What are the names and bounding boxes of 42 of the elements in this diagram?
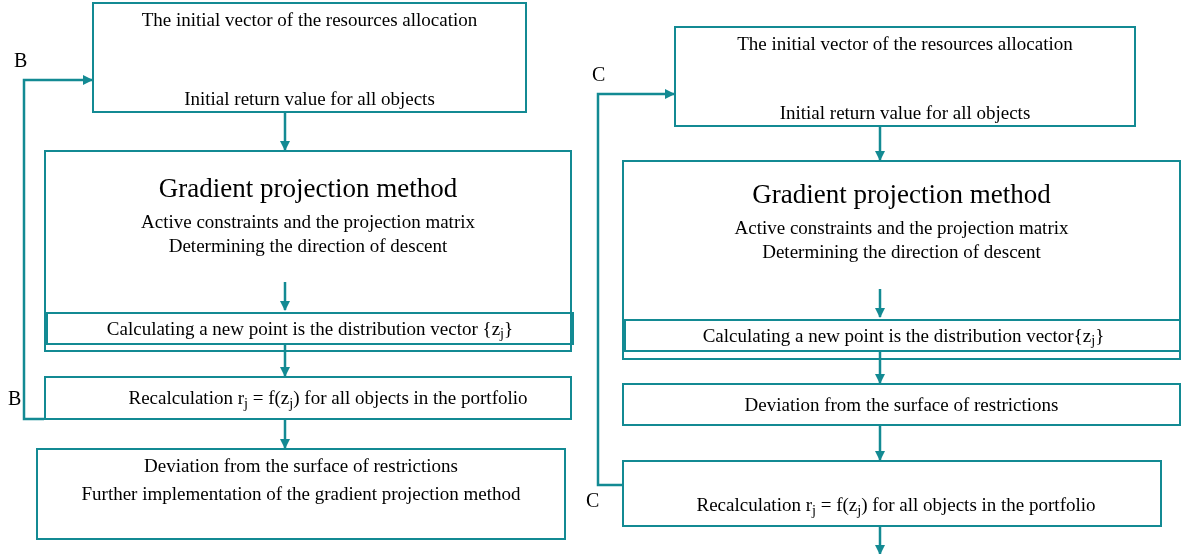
process-box — [36, 448, 566, 540]
box-text: The initial vector of the resources allocation — [737, 32, 1073, 56]
process-box — [622, 383, 1181, 426]
process-box — [46, 312, 574, 345]
box-title: Gradient projection method — [752, 178, 1051, 211]
process-box — [44, 150, 572, 352]
arrow — [280, 420, 290, 449]
box-text: Initial return value for all objects — [779, 101, 1031, 125]
arrow — [280, 343, 290, 377]
connector-label: B — [14, 50, 28, 70]
arrow — [875, 426, 885, 461]
box-title: Gradient projection method — [158, 172, 458, 205]
connector-label: B — [8, 388, 22, 408]
arrow — [875, 289, 885, 318]
box-text: Determining the direction of descent — [168, 233, 448, 258]
box-text: Calculating a new point is the distribution vector{z$_{j}$} — [702, 323, 1105, 348]
process-box — [92, 2, 527, 113]
box-text: Calculating a new point is the distribution vector {z$_{j}$} — [106, 316, 514, 341]
box-text: Deviation from the surface of restrictions — [144, 454, 458, 478]
connector-label: C — [586, 490, 600, 510]
box-text: Determining the direction of descent — [762, 239, 1041, 264]
arrow — [280, 282, 290, 311]
box-text: The initial vector of the resources allocation — [141, 8, 478, 32]
arrow — [875, 350, 885, 384]
arrow — [280, 113, 290, 151]
box-text: Active constraints and the projection matrix — [734, 215, 1069, 240]
arrow — [875, 527, 885, 554]
process-box — [622, 160, 1181, 360]
process-box — [44, 376, 572, 420]
connector-label: C — [592, 64, 606, 84]
arrow — [22, 75, 93, 421]
box-text: Deviation from the surface of restrictions — [744, 392, 1059, 417]
arrow — [875, 127, 885, 161]
process-box — [624, 319, 1181, 352]
box-text: Recalculation r$_{j}$ = f(z$_{j}$) for all objects in the portfolio — [695, 493, 1096, 517]
process-box — [622, 460, 1162, 527]
arrow — [596, 89, 675, 487]
box-text: Recalculation r$_{j}$ = f(z$_{j}$) for all objects in the portfolio — [127, 386, 528, 410]
box-text: Further implementation of the gradient projection method — [81, 481, 521, 506]
process-box — [674, 26, 1136, 127]
box-text: Active constraints and the projection matrix — [141, 209, 475, 234]
box-text: Initial return value for all objects — [184, 87, 435, 111]
